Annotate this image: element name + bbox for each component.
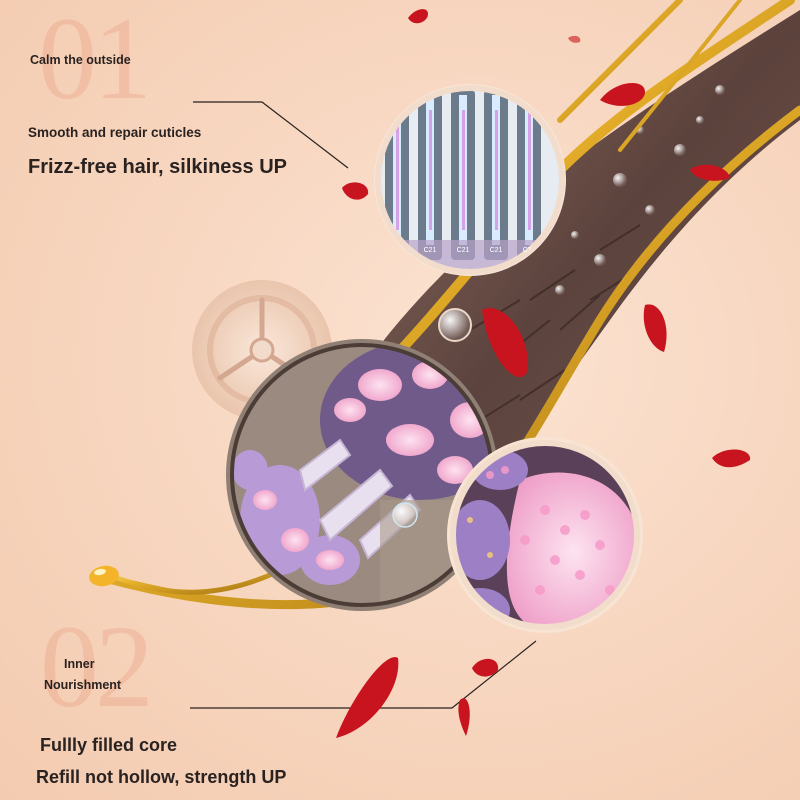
cortex-magnifier [226,339,498,611]
section-01-label: Calm the outside [30,53,131,67]
connector-line-02 [190,640,537,709]
section-02-headline-line1: Fullly filled core [40,735,178,755]
connector-line-01 [193,101,349,169]
section-02-number: 02 [40,601,154,732]
section-02-label-line2: Nourishment [44,678,122,692]
section-02-headline-line2: Refill not hollow, strength UP [36,767,287,787]
section-01-number: 01 [38,0,152,124]
section-01-subtitle: Smooth and repair cuticles [28,125,202,140]
cuticle-badge-4: C21 [490,247,503,254]
section-02-label-line1: Inner [64,657,95,671]
section-01-headline: Frizz-free hair, silkiness UP [28,156,287,178]
core-magnifier [447,437,643,633]
cuticle-badge-1: C21 [391,247,404,254]
cuticle-badge-2: C21 [424,247,437,254]
cuticle-badge-5: C21 [523,247,536,254]
cuticle-magnifier [374,84,566,276]
rose-petals [336,9,751,738]
cuticle-badge-3: C21 [457,247,470,254]
